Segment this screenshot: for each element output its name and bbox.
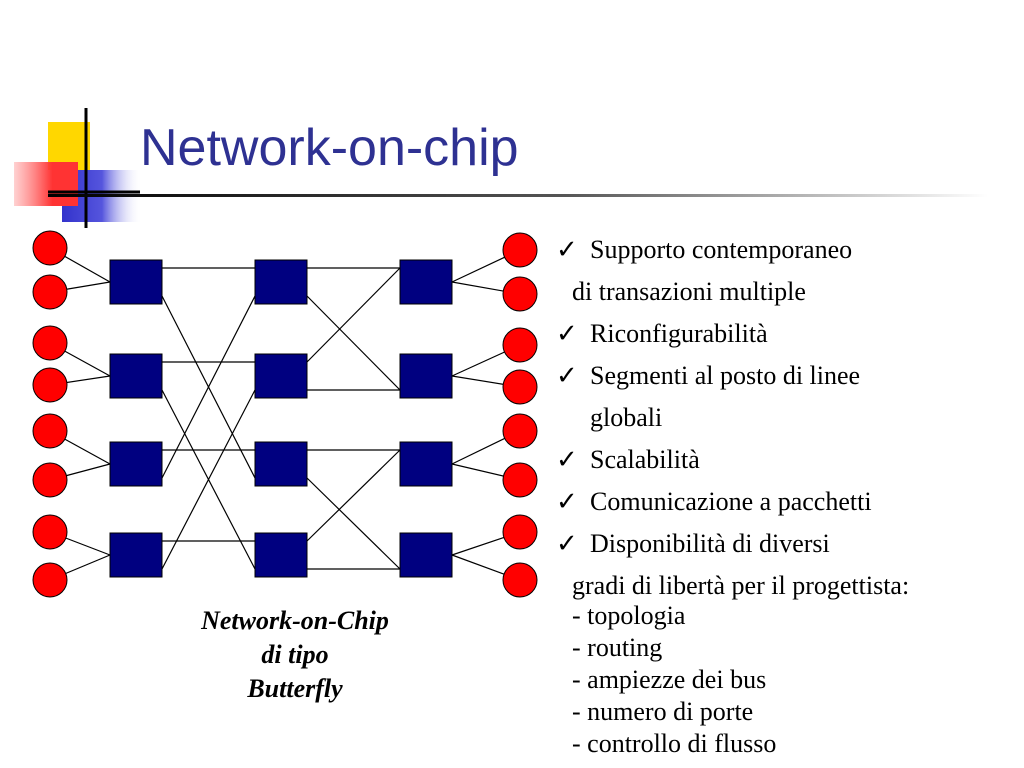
bullet-item: ✓ Disponibilità di diversi [556, 529, 830, 559]
caption-line-2: di tipo [261, 640, 329, 669]
bullet-item: ✓ Scalabilità [556, 445, 700, 475]
bullet-continuation: di transazioni multiple [572, 277, 806, 307]
caption-line-3: Butterfly [247, 674, 343, 703]
butterfly-network-diagram [32, 230, 538, 598]
terminal-node-right [502, 514, 538, 550]
bullet-continuation: - routing [572, 633, 663, 663]
bullet-text: - controllo di flusso [572, 729, 777, 758]
slide-title: Network-on-chip [140, 119, 519, 177]
terminal-node-left [32, 462, 68, 498]
bullet-text: - topologia [572, 601, 686, 630]
network-link [306, 449, 401, 542]
bullet-text: Supporto contemporaneo [590, 235, 853, 264]
bullet-continuation: globali [590, 403, 663, 433]
slide-logo-decoration [14, 108, 142, 228]
network-link [306, 477, 401, 570]
terminal-node-right [502, 276, 538, 312]
network-link [306, 267, 401, 363]
terminal-node-left [32, 230, 68, 266]
bullet-continuation: gradi di libertà per il progettista: [572, 571, 910, 601]
logo-red-bar [14, 162, 78, 206]
bullet-continuation: - topologia [572, 601, 686, 631]
bullet-text: - numero di porte [572, 697, 754, 726]
terminal-node-right [502, 562, 538, 598]
checkmark-icon: ✓ [556, 529, 578, 558]
checkmark-icon: ✓ [556, 487, 578, 516]
switch-node [254, 259, 308, 305]
bullet-text: Disponibilità di diversi [590, 529, 830, 558]
switch-node [109, 353, 163, 399]
terminal-node-right [502, 369, 538, 405]
switch-node [399, 532, 453, 578]
bullet-text: Scalabilità [590, 445, 700, 474]
switch-node [109, 532, 163, 578]
terminal-node-right [502, 327, 538, 363]
title-underline [48, 194, 988, 197]
terminal-node-left [32, 367, 68, 403]
terminal-node-left [32, 325, 68, 361]
terminal-node-right [502, 413, 538, 449]
switch-node [399, 353, 453, 399]
checkmark-icon: ✓ [556, 235, 578, 264]
bullet-text: gradi di libertà per il progettista: [572, 571, 910, 600]
bullet-continuation: - numero di porte [572, 697, 754, 727]
terminal-node-right [502, 232, 538, 268]
network-link [161, 295, 256, 479]
bullet-text: Segmenti al posto di linee [590, 361, 861, 390]
terminal-node-left [32, 413, 68, 449]
switch-node [254, 532, 308, 578]
terminal-node-left [32, 562, 68, 598]
bullet-text: - routing [572, 633, 663, 662]
bullet-item: ✓ Riconfigurabilità [556, 319, 768, 349]
bullet-item: ✓ Comunicazione a pacchetti [556, 487, 872, 517]
bullet-continuation: - controllo di flusso [572, 729, 777, 759]
bullet-item: ✓ Supporto contemporaneo [556, 235, 853, 265]
switch-node [399, 259, 453, 305]
bullet-text: globali [590, 403, 663, 432]
switch-node [109, 259, 163, 305]
bullet-text: Comunicazione a pacchetti [590, 487, 872, 516]
checkmark-icon: ✓ [556, 319, 578, 348]
diagram-caption: Network-on-Chip di tipo Butterfly [160, 604, 430, 706]
bullet-text: di transazioni multiple [572, 277, 806, 306]
caption-line-1: Network-on-Chip [201, 606, 389, 635]
network-link [161, 389, 256, 570]
switch-node [254, 441, 308, 487]
switch-node [399, 441, 453, 487]
bullet-item: ✓ Segmenti al posto di linee [556, 361, 861, 391]
switch-node [254, 353, 308, 399]
checkmark-icon: ✓ [556, 445, 578, 474]
terminal-node-right [502, 462, 538, 498]
terminal-node-left [32, 274, 68, 310]
bullet-text: - ampiezze dei bus [572, 665, 767, 694]
checkmark-icon: ✓ [556, 361, 578, 390]
switch-node [109, 441, 163, 487]
network-link [306, 295, 401, 391]
terminal-node-left [32, 514, 68, 550]
bullet-text: Riconfigurabilità [590, 319, 768, 348]
bullet-continuation: - ampiezze dei bus [572, 665, 767, 695]
